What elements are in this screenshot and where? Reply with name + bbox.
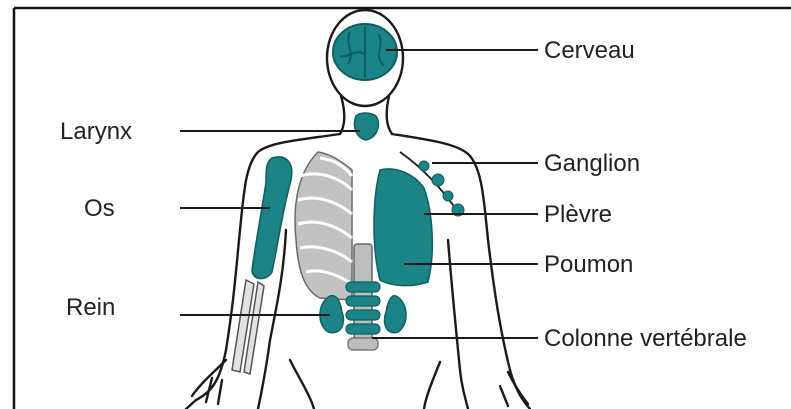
- label-colonne: Colonne vertébrale: [544, 325, 747, 352]
- brain: [333, 24, 397, 80]
- label-rein: Rein: [66, 294, 115, 321]
- left-hand-outline: [192, 360, 226, 404]
- label-os: Os: [84, 195, 115, 222]
- label-cerveau: Cerveau: [544, 37, 635, 64]
- right-inner-arm-outline: [448, 240, 468, 409]
- right-waist-outline: [424, 362, 440, 409]
- neck-left-outline: [340, 96, 344, 134]
- neck-right-outline: [387, 96, 392, 134]
- label-ganglion: Ganglion: [544, 150, 640, 177]
- lung: [374, 169, 432, 286]
- humerus-bone: [252, 157, 292, 279]
- right-kidney: [385, 296, 407, 333]
- organs: [252, 24, 464, 350]
- label-plevre: Plèvre: [544, 201, 612, 228]
- label-poumon: Poumon: [544, 251, 633, 278]
- label-larynx: Larynx: [60, 118, 132, 145]
- larynx: [354, 113, 378, 140]
- left-waist-outline: [290, 360, 314, 409]
- ribcage: [295, 152, 352, 300]
